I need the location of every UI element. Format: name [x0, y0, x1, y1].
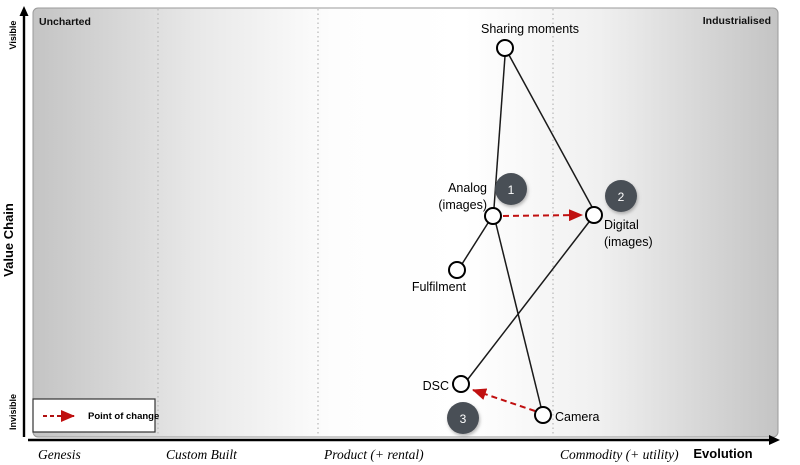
zone-label-industrialised: Industrialised — [703, 15, 771, 27]
x-axis — [28, 435, 780, 445]
x-axis-title: Evolution — [693, 446, 752, 461]
stage-dividers — [157, 9, 554, 436]
node-dsc[interactable] — [452, 375, 470, 393]
stage-label-genesis: Genesis — [38, 447, 81, 462]
badge-2: 2 — [605, 180, 637, 212]
node-label-fulfilment: Fulfilment — [412, 280, 467, 294]
change-arrow-analog-to-digital — [502, 209, 583, 222]
edge-analog-fulfilment — [461, 222, 489, 265]
point-of-change-arrows — [472, 209, 583, 412]
stage-label-custom-built: Custom Built — [166, 447, 238, 462]
y-axis-title: Value Chain — [1, 203, 16, 277]
node-label-digital: Digital — [604, 218, 639, 232]
node-label-camera: Camera — [555, 410, 600, 424]
node-fulfilment[interactable] — [448, 261, 466, 279]
node-label-dsc: DSC — [423, 379, 449, 393]
badge-3: 3 — [447, 402, 479, 434]
map-plot-area — [32, 7, 779, 438]
edge-sharing-digital — [508, 54, 593, 208]
y-axis — [19, 6, 29, 437]
node-digital-images[interactable] — [585, 206, 603, 224]
node-analog-images[interactable] — [484, 207, 502, 225]
zone-label-uncharted: Uncharted — [39, 16, 91, 28]
node-label-analog-images: (images) — [438, 198, 487, 212]
change-arrow-camera-to-dsc — [472, 388, 536, 412]
y-axis-top-label: Visible — [8, 21, 18, 50]
change-badges: 1 2 3 — [447, 173, 637, 434]
stage-label-product: Product (+ rental) — [323, 447, 424, 462]
badge-1: 1 — [495, 173, 527, 205]
edge-analog-camera — [495, 223, 542, 408]
node-sharing-moments[interactable] — [496, 39, 514, 57]
map-node-labels: Sharing moments Analog (images) Digital … — [412, 22, 653, 424]
badge-2-label: 2 — [618, 190, 625, 204]
y-axis-bottom-label: Invisible — [8, 394, 18, 430]
edge-sharing-analog — [493, 55, 506, 209]
node-camera[interactable] — [534, 406, 552, 424]
node-label-analog: Analog — [448, 181, 487, 195]
node-label-digital-images: (images) — [604, 235, 653, 249]
badge-3-label: 3 — [460, 412, 467, 426]
value-chain-edges — [461, 54, 593, 408]
legend: Point of change — [32, 398, 159, 433]
legend-label: Point of change — [88, 411, 159, 422]
stage-label-commodity: Commodity (+ utility) — [560, 447, 679, 462]
edge-digital-dsc — [467, 221, 590, 380]
map-nodes — [448, 39, 603, 424]
badge-1-label: 1 — [508, 183, 515, 197]
node-label-sharing-moments: Sharing moments — [481, 22, 579, 36]
